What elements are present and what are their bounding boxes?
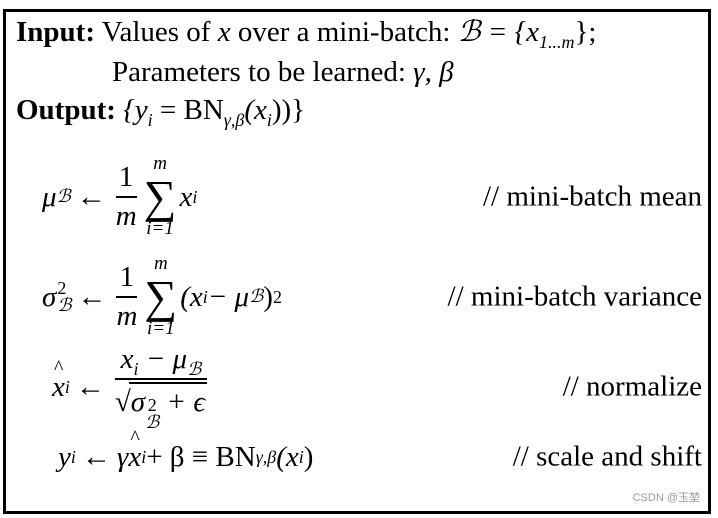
- comment: // scale and shift: [512, 440, 702, 473]
- step-normalize: xi ← xi − μℬ √σ2ℬ + ϵ // normalize: [6, 342, 708, 432]
- formula: yi ← γxi + β ≡ BNγ,β(xi): [58, 417, 313, 497]
- sum-symbol: m∑i=1: [144, 253, 178, 339]
- algorithm-box: Input: Values of x over a mini-batch: ℬ …: [3, 9, 711, 514]
- comment: // normalize: [562, 370, 702, 403]
- step-scale-shift: yi ← γxi + β ≡ BNγ,β(xi) // scale and sh…: [6, 417, 708, 497]
- output-line: Output: {yi = BNγ,β(xi))}: [16, 94, 306, 130]
- sum-symbol: m∑i=1: [143, 153, 177, 239]
- comment: // mini-batch mean: [482, 180, 702, 213]
- input-line: Input: Values of x over a mini-batch: ℬ …: [16, 16, 597, 52]
- watermark: CSDN @玉堃: [632, 492, 700, 504]
- params-line: Parameters to be learned: γ, β: [112, 56, 454, 88]
- formula: xi ← xi − μℬ √σ2ℬ + ϵ: [52, 342, 211, 432]
- output-label: Output:: [16, 94, 116, 126]
- comment: // mini-batch variance: [447, 280, 702, 313]
- input-label: Input:: [16, 16, 95, 48]
- input-text: Values of: [101, 16, 211, 48]
